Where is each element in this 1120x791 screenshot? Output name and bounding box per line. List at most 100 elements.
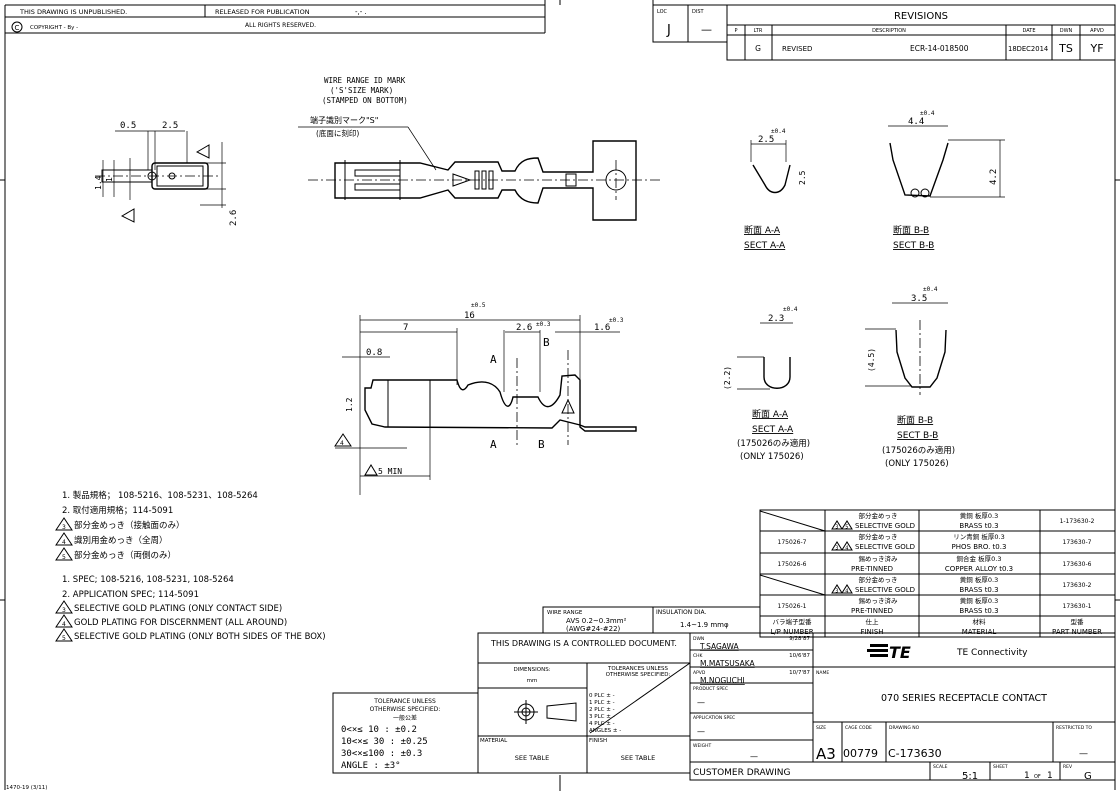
tolerance-row: 30<×≤100 : ±0.3 xyxy=(341,749,422,759)
dim-1-6-tol: ±0.3 xyxy=(609,317,624,324)
section-label-en: SECT B-B xyxy=(893,241,934,251)
note-line: 識別用金めっき（全周） xyxy=(74,535,168,546)
logo-text: TE xyxy=(889,643,911,662)
released-text: RELEASED FOR PUBLICATION xyxy=(215,8,310,16)
section-a-a-175026: 2.3 ±0.4 (2.2) 断面 A-A SECT A-A (175026のみ… xyxy=(723,306,810,462)
plc-row: ANGLES ± - xyxy=(589,728,621,734)
note-flag-4-icon xyxy=(55,532,73,546)
tolerance-title: TOLERANCE UNLESS xyxy=(373,698,436,705)
approved-by: M.NOGUCHI xyxy=(700,676,745,685)
app-spec-value: — xyxy=(697,727,705,736)
weight-value: — xyxy=(750,752,758,761)
section-b-marker: B xyxy=(538,438,545,451)
section-a-marker: A xyxy=(490,353,497,366)
te-logo: TE xyxy=(867,643,911,662)
rights-text: ALL RIGHTS RESERVED. xyxy=(245,22,316,29)
flag-number: 5 xyxy=(62,635,66,642)
drawn-by: T.SAGAWA xyxy=(699,642,740,651)
section-a-a: 2.5 ±0.4 2.5 断面 A-A SECT A-A xyxy=(744,128,807,251)
tolerance-title-jp: 一般公差 xyxy=(393,714,417,722)
plc-row: 2 PLC ± - xyxy=(589,707,615,713)
parts-table xyxy=(759,509,1116,638)
flag-number: 4 xyxy=(62,539,66,546)
tolerances-title: TOLERANCES UNLESS xyxy=(607,666,668,672)
sheet-of: OF xyxy=(1034,774,1041,780)
note-line: 2. APPLICATION SPEC; 114-5091 xyxy=(62,590,199,600)
app-spec-label: APPLICATION SPEC xyxy=(693,715,735,721)
dim-0-5: 0.5 xyxy=(120,121,136,131)
flag-number: 3 xyxy=(835,546,838,552)
scale-value: 5:1 xyxy=(962,771,978,782)
note-line: SELECTIVE GOLD PLATING (ONLY BOTH SIDES … xyxy=(74,632,326,642)
material-jp: 黄銅 板厚0.3 xyxy=(960,575,998,584)
note-line: 部分金めっき（接触面のみ） xyxy=(74,520,185,531)
title-block: DWN T.SAGAWA 9/28'87 CHK M.MATSUSAKA 10/… xyxy=(689,632,1116,782)
col-description: DESCRIPTION xyxy=(872,28,906,34)
material-label: MATERIAL xyxy=(480,738,508,744)
wire-range-value: AVS 0.2~0.3mm² xyxy=(566,617,627,625)
material-jp: 黄銅 板厚0.3 xyxy=(960,596,998,605)
dim-16-tol: ±0.5 xyxy=(471,302,486,309)
part-number: 173630-1 xyxy=(1063,603,1092,610)
note-flag-3-icon xyxy=(55,600,73,614)
product-spec-value: — xyxy=(697,698,705,707)
revisions-title: REVISIONS xyxy=(894,11,948,22)
finish-jp: 部分金めっき xyxy=(859,511,898,520)
col-dwn: DWN xyxy=(1060,28,1073,34)
material-jp: リン青銅 板厚0.3 xyxy=(953,532,1004,541)
dimensions-label: DIMENSIONS: xyxy=(513,667,550,673)
material-jp: 黄銅 板厚0.3 xyxy=(960,511,998,520)
dim-width: 2.3 xyxy=(768,314,784,324)
checked-by: M.MATSUSAKA xyxy=(700,659,756,668)
dim-width: 4.4 xyxy=(908,117,924,127)
wire-mark-label-3: (STAMPED ON BOTTOM) xyxy=(322,96,408,105)
note-flag-3-icon xyxy=(195,144,210,159)
loc-value: J xyxy=(666,23,671,38)
lp-number: 175026-1 xyxy=(778,603,807,610)
wire-range-label: WIRE RANGE xyxy=(547,610,583,616)
header-en: FINISH xyxy=(860,628,883,636)
sheet-label: SHEET xyxy=(993,764,1008,770)
section-note-jp: (175026のみ適用) xyxy=(737,438,810,449)
tolerance-title-2: OTHERWISE SPECIFIED: xyxy=(370,706,441,713)
tolerances-title-2: OTHERWISE SPECIFIED: xyxy=(606,672,671,678)
insulation-value: 1.4~1.9 mmφ xyxy=(680,621,729,629)
rev-desc: REVISED xyxy=(782,45,812,53)
projection-symbol-icon xyxy=(514,700,577,724)
dim-2-6-tol: ±0.3 xyxy=(536,321,551,328)
section-label-jp: 断面 A-A xyxy=(752,408,789,420)
flag-number: 5 xyxy=(62,554,66,561)
finish-jp: 部分金めっき xyxy=(859,575,898,584)
note-flag-3-icon xyxy=(55,517,73,531)
dim-tol: ±0.4 xyxy=(923,286,938,293)
tolerance-box: TOLERANCE UNLESS OTHERWISE SPECIFIED: 一般… xyxy=(332,692,479,774)
controlled-doc-block: THIS DRAWING IS A CONTROLLED DOCUMENT. D… xyxy=(477,632,691,774)
flag-number: 3 xyxy=(835,525,838,531)
dim-7: 7 xyxy=(403,323,408,333)
controlled-doc-text: THIS DRAWING IS A CONTROLLED DOCUMENT. xyxy=(490,639,677,648)
material-en: BRASS t0.3 xyxy=(959,586,998,594)
section-b-marker: B xyxy=(543,336,550,349)
dist-label: DIST xyxy=(692,9,704,15)
section-b-b-175026: 3.5 ±0.4 (4.5) 断面 B-B SECT B-B (175026のみ… xyxy=(865,286,955,469)
note-flag-4-icon xyxy=(841,584,853,594)
jp-mark-label: 端子識別マーク"S" xyxy=(310,115,378,125)
checked-date: 10/6'87 xyxy=(789,653,810,659)
part-number: 173630-7 xyxy=(1063,539,1092,546)
finish-value: SEE TABLE xyxy=(621,754,656,762)
customer-drawing-label: CUSTOMER DRAWING xyxy=(693,768,791,778)
section-label-jp: 断面 A-A xyxy=(744,224,781,236)
finish-en: PRE-TINNED xyxy=(851,565,893,573)
wire-range-box: WIRE RANGE AVS 0.2~0.3mm² (AWG#24-#22) I… xyxy=(542,606,761,634)
copyright-icon xyxy=(11,21,23,33)
sheet-number: 1 xyxy=(1024,771,1030,781)
dim-2-6: 2.6 xyxy=(229,210,239,226)
restricted-value: — xyxy=(1079,749,1088,759)
note-flag-5-icon xyxy=(55,628,73,642)
wire-mark-label: WIRE RANGE ID MARK xyxy=(324,76,406,85)
note-flag-4-icon xyxy=(841,541,853,551)
header-jp: 材料 xyxy=(973,617,987,626)
material-en: COPPER ALLOY t0.3 xyxy=(945,565,1013,573)
